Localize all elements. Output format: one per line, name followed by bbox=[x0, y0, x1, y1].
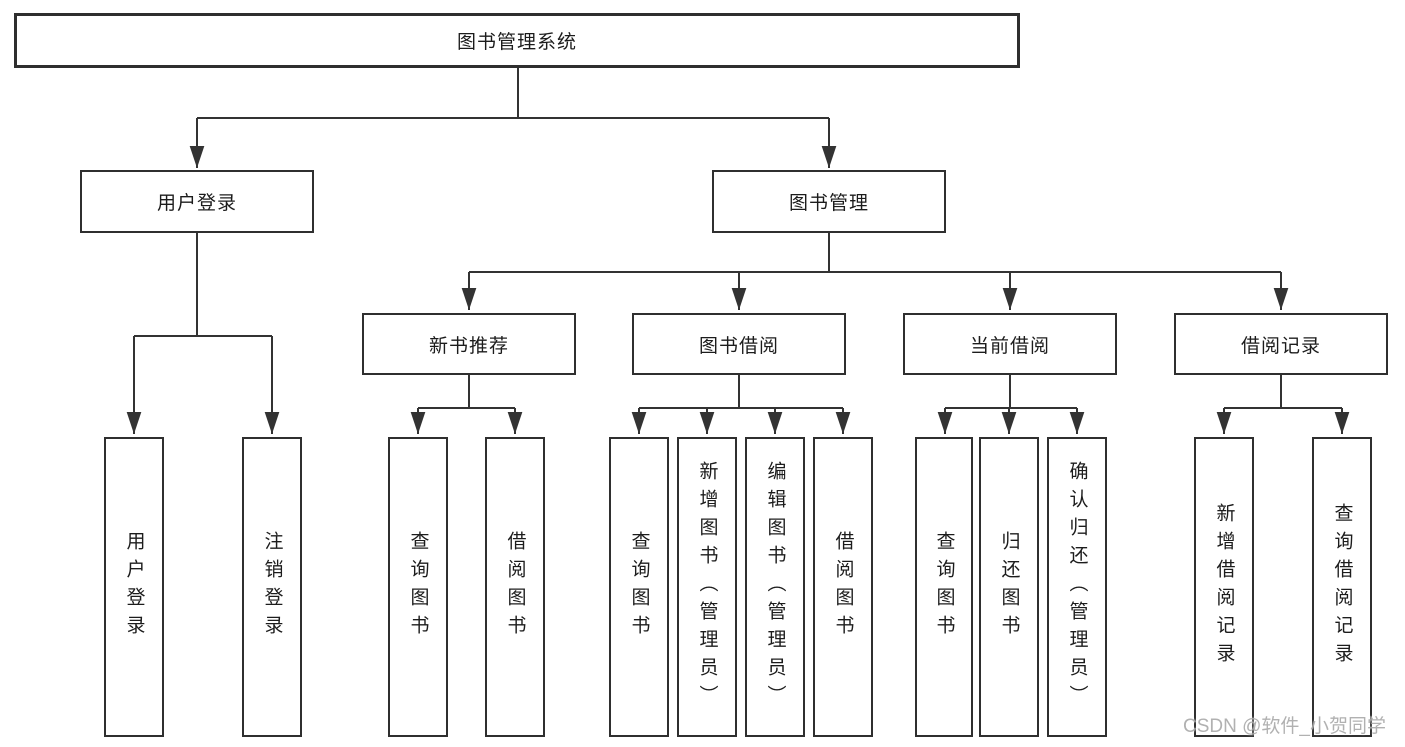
node-book-borrow: 图书借阅 bbox=[632, 313, 846, 375]
leaf-add-book-admin: 新增图书（管理员） bbox=[677, 437, 737, 737]
leaf-return-book: 归还图书 bbox=[979, 437, 1039, 737]
node-book-management-branch: 图书管理 bbox=[712, 170, 946, 233]
node-label: 查询借阅记录 bbox=[1331, 503, 1353, 671]
node-label: 查询图书 bbox=[628, 531, 650, 643]
node-label: 归还图书 bbox=[998, 531, 1020, 643]
node-user-login-branch: 用户登录 bbox=[80, 170, 314, 233]
node-label: 图书借阅 bbox=[698, 335, 779, 357]
leaf-add-borrow-record: 新增借阅记录 bbox=[1194, 437, 1254, 737]
node-label: 借阅图书 bbox=[504, 531, 526, 643]
node-label: 确认归还（管理员） bbox=[1066, 461, 1088, 713]
node-root: 图书管理系统 bbox=[14, 13, 1020, 68]
leaf-confirm-return-admin: 确认归还（管理员） bbox=[1047, 437, 1107, 737]
node-label: 新书推荐 bbox=[428, 335, 509, 357]
node-label: 图书管理 bbox=[788, 193, 869, 214]
leaf-query-borrow-record: 查询借阅记录 bbox=[1312, 437, 1372, 737]
node-label: 查询图书 bbox=[933, 531, 955, 643]
leaf-user-login: 用户登录 bbox=[104, 437, 164, 737]
node-label: 新增图书（管理员） bbox=[696, 461, 718, 713]
node-label: 查询图书 bbox=[407, 531, 429, 643]
node-label: 注销登录 bbox=[261, 531, 283, 643]
node-label: 新增借阅记录 bbox=[1213, 503, 1235, 671]
node-label: 用户登录 bbox=[156, 193, 237, 214]
leaf-edit-book-admin: 编辑图书（管理员） bbox=[745, 437, 805, 737]
csdn-watermark: CSDN @软件_小贺同学 bbox=[1183, 716, 1386, 737]
node-label: 借阅记录 bbox=[1240, 335, 1321, 357]
leaf-query-books-2: 查询图书 bbox=[609, 437, 669, 737]
leaf-logout-login: 注销登录 bbox=[242, 437, 302, 737]
leaf-query-books-1: 查询图书 bbox=[388, 437, 448, 737]
leaf-borrow-books-2: 借阅图书 bbox=[813, 437, 873, 737]
node-label: 当前借阅 bbox=[969, 335, 1050, 357]
node-label: 借阅图书 bbox=[832, 531, 854, 643]
leaf-query-books-3: 查询图书 bbox=[915, 437, 973, 737]
node-label: 图书管理系统 bbox=[456, 32, 577, 53]
leaf-borrow-books-1: 借阅图书 bbox=[485, 437, 545, 737]
node-label: 编辑图书（管理员） bbox=[764, 461, 786, 713]
node-borrow-records: 借阅记录 bbox=[1174, 313, 1388, 375]
node-current-borrow: 当前借阅 bbox=[903, 313, 1117, 375]
node-new-book-recommend: 新书推荐 bbox=[362, 313, 576, 375]
node-label: 用户登录 bbox=[123, 531, 145, 643]
